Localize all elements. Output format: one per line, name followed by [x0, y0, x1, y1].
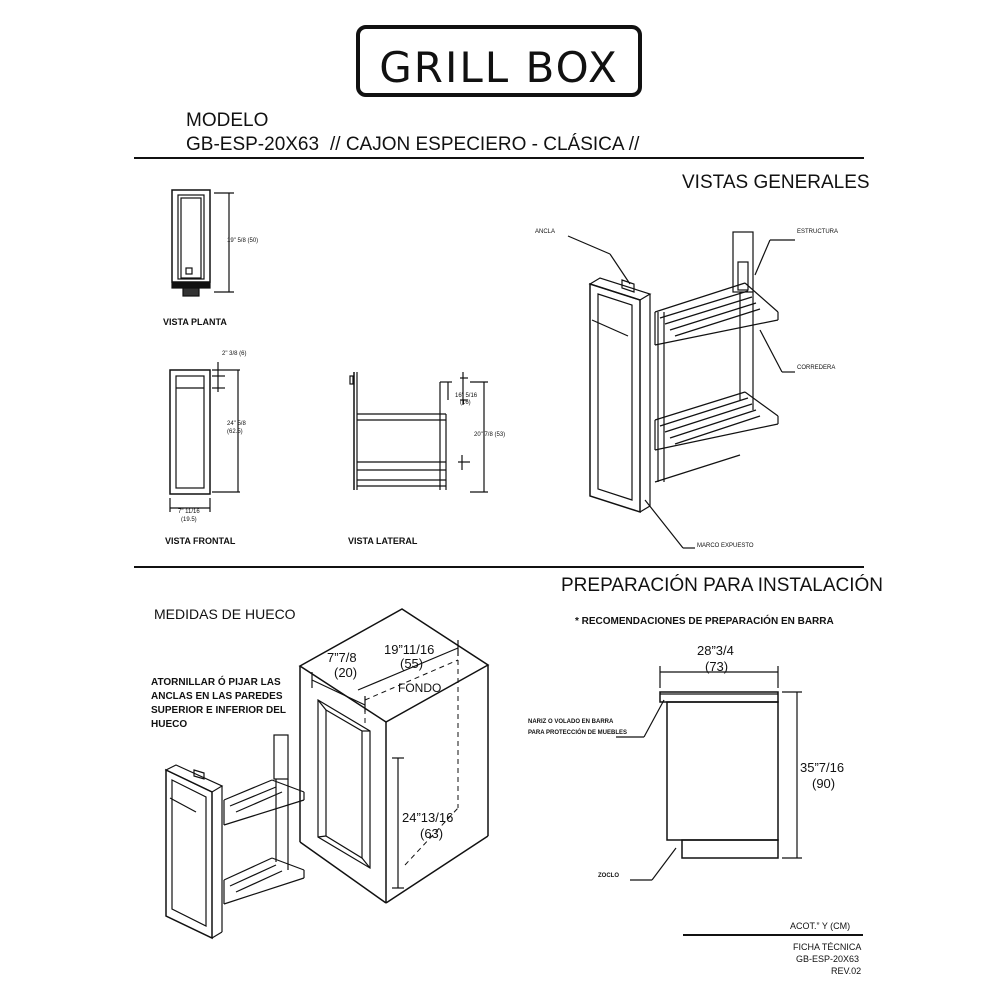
logo-text: GRILL BOX — [379, 43, 619, 92]
dim-front-top: 2" 3/8 (6) — [222, 351, 247, 357]
cavity-box-drawing — [298, 608, 490, 904]
label-nariz-2: PARA PROTECCIÓN DE MUEBLES — [528, 730, 628, 736]
recommendation-text: * RECOMENDACIONES DE PREPARACIÓN EN BARR… — [575, 616, 834, 627]
dim-hueco-height: 24”13/16 — [402, 810, 454, 825]
dim-side-small-cm: (16) — [460, 400, 471, 406]
dim-front-width: 7" 11/16 — [178, 509, 200, 515]
counter-side-view — [616, 666, 802, 881]
label-fondo: FONDO — [398, 681, 442, 695]
plan-view-drawing — [171, 189, 234, 297]
side-view-drawing — [349, 372, 488, 493]
instruction-line: HUECO — [151, 719, 188, 730]
footer-sheet: FICHA TÉCNICA — [793, 942, 862, 952]
footer-units: ACOT.” Y (CM) — [790, 921, 851, 931]
label-corredera: CORREDERA — [797, 365, 836, 371]
instruction-line: SUPERIOR E INFERIOR DEL — [151, 705, 287, 716]
section-title-views: VISTAS GENERALES — [682, 172, 870, 193]
dim-barra-height-cm: (90) — [812, 776, 836, 791]
front-view-drawing — [169, 362, 240, 512]
dim-hueco-width: 7”7/8 — [327, 650, 357, 665]
install-instructions: ATORNILLAR Ó PIJAR LAS ANCLAS EN LAS PAR… — [151, 676, 286, 732]
title-medidas-hueco: MEDIDAS DE HUECO — [154, 606, 296, 622]
label-estructura: ESTRUCTURA — [797, 229, 839, 235]
dim-barra-width-cm: (73) — [705, 659, 729, 674]
footer-divider — [683, 934, 863, 936]
dim-front-width-cm: (19.5) — [181, 517, 197, 523]
section-title-install: PREPARACIÓN PARA INSTALACIÓN — [561, 575, 884, 596]
dim-hueco-height-cm: (63) — [420, 826, 444, 841]
dim-barra-width: 28”3/4 — [697, 643, 734, 658]
isometric-general-view — [567, 231, 795, 549]
model-label: MODELO — [186, 110, 269, 131]
dim-plan-height: 19" 5/8 (50) — [227, 238, 259, 244]
label-marco-expuesto: MARCO EXPUESTO — [697, 543, 754, 549]
section-divider — [134, 566, 864, 568]
dim-barra-height: 35”7/16 — [800, 760, 845, 775]
dim-front-height-cm: (62.5) — [227, 429, 243, 435]
label-ancla: ANCLA — [535, 229, 556, 235]
footer-code: GB-ESP-20X63 — [796, 954, 860, 964]
label-vista-planta: VISTA PLANTA — [163, 317, 227, 327]
dim-side-height: 20" 7/8 (53) — [474, 432, 506, 438]
brand-logo: GRILL BOX — [356, 25, 642, 97]
dim-side-small: 16" 5/16 — [455, 393, 478, 399]
dim-front-height: 24" 5/8 — [227, 421, 246, 427]
label-vista-frontal: VISTA FRONTAL — [165, 536, 236, 546]
label-nariz-1: NARIZ O VOLADO EN BARRA — [528, 719, 614, 725]
instruction-line: ATORNILLAR Ó PIJAR LAS — [151, 677, 281, 688]
dim-hueco-width-cm: (20) — [334, 665, 358, 680]
instruction-line: ANCLAS EN LAS PAREDES — [151, 691, 283, 702]
dim-hueco-depth: 19”11/16 — [384, 642, 435, 657]
label-zoclo: ZOCLO — [598, 873, 619, 879]
dim-hueco-depth-cm: (55) — [400, 656, 424, 671]
header-divider — [134, 157, 864, 159]
label-vista-lateral: VISTA LATERAL — [348, 536, 418, 546]
model-description: // CAJON ESPECIERO - CLÁSICA // — [330, 134, 640, 155]
model-code: GB-ESP-20X63 — [186, 134, 320, 155]
drawer-iso-small — [164, 734, 305, 940]
footer-rev: REV.02 — [831, 966, 862, 976]
